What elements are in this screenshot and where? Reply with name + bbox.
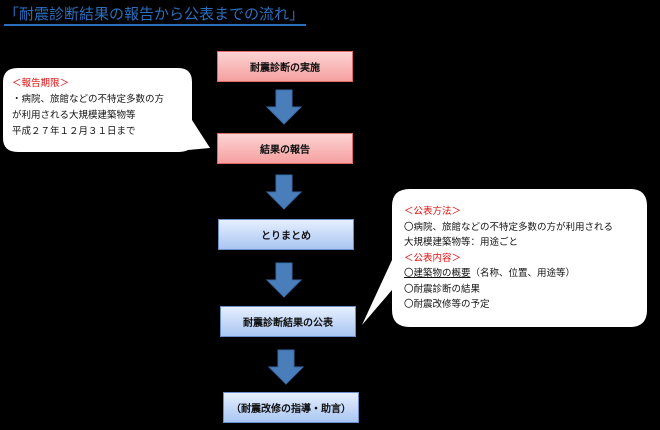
down-arrow-4: [267, 349, 305, 385]
left-speech-bubble: [3, 68, 210, 152]
left-note: ＜報告期限＞ ・病院、旅館などの不特定多数の方 が利用される大規模建築物等 平成…: [12, 76, 164, 140]
right-speech-bubble: [362, 189, 647, 327]
page-title: 「耐震診断結果の報告から公表までの流れ」: [4, 5, 307, 26]
step-compile: とりまとめ: [218, 219, 354, 250]
content-heading: ＜公表内容＞: [404, 252, 462, 264]
building-overview-detail: （名称、位置、用途等）: [470, 268, 576, 279]
note-line: ・病院、旅館などの不特定多数の方: [12, 94, 165, 105]
note-line: 〇耐震診断の結果: [404, 283, 481, 295]
building-overview: 〇建築物の概要: [404, 268, 471, 279]
step-report-results: 結果の報告: [217, 133, 353, 164]
note-line: 平成２７年１２月３１日まで: [12, 126, 136, 137]
method-heading: ＜公表方法＞: [404, 206, 462, 217]
down-arrow-3: [265, 262, 303, 298]
step-seismic-diagnosis: 耐震診断の実施: [217, 51, 353, 82]
step-publish-results: 耐震診断結果の公表: [220, 306, 356, 337]
down-arrow-1: [265, 89, 303, 125]
note-line: 〇建築物の概要（名称、位置、用途等）: [404, 266, 613, 282]
right-note: ＜公表方法＞ 〇病院、旅館などの不特定多数の方が利用される 大規模建築物等：用途…: [404, 204, 613, 313]
step-guidance-advice: （耐震改修の指導・助言）: [223, 392, 359, 423]
note-line: 大規模建築物等：用途ごと: [404, 237, 519, 248]
note-line: が利用される大規模建築物等: [12, 110, 136, 121]
note-line: 〇耐震改修等の予定: [404, 299, 490, 310]
deadline-heading: ＜報告期限＞: [12, 78, 70, 89]
down-arrow-2: [265, 174, 303, 210]
note-line: 〇病院、旅館などの不特定多数の方が利用される: [404, 221, 614, 233]
